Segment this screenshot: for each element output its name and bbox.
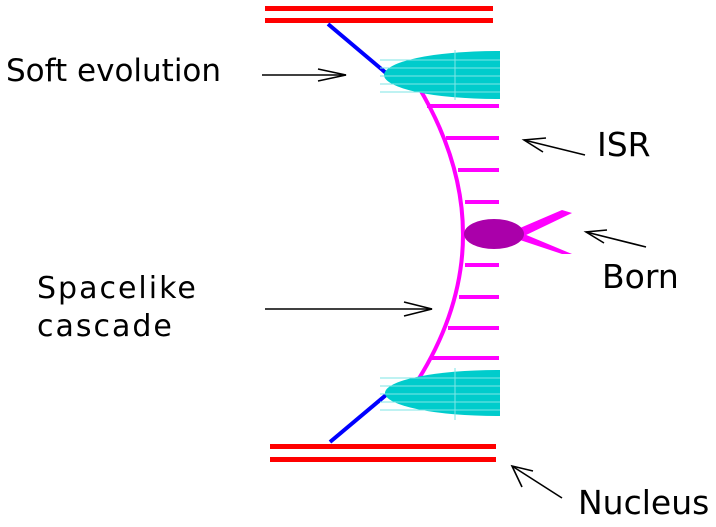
label-born: Born	[602, 257, 679, 296]
arrow-isr	[521, 137, 586, 156]
arrow-born	[583, 229, 647, 248]
label-isr: ISR	[597, 125, 651, 164]
isr-rungs	[427, 104, 499, 360]
nucleus-top	[265, 6, 493, 23]
arrow-soft-evolution	[262, 68, 347, 82]
soft-blob-top	[380, 50, 500, 100]
soft-blob-bottom	[380, 368, 500, 420]
parton-line-bottom	[328, 388, 394, 444]
spacelike-cascade-curve	[416, 84, 465, 382]
nucleus-bottom	[270, 444, 496, 462]
label-nucleus: Nucleus	[578, 483, 709, 522]
label-spacelike-line1: Spacelike	[37, 271, 198, 306]
label-spacelike-line2: cascade	[37, 309, 174, 344]
born-vertex	[464, 219, 524, 249]
label-soft-evolution: Soft evolution	[6, 53, 221, 89]
born-outgoing	[520, 210, 572, 254]
parton-line-top	[326, 22, 394, 80]
arrow-nucleus	[510, 464, 563, 499]
arrows	[262, 68, 647, 499]
arrow-spacelike	[265, 301, 433, 317]
